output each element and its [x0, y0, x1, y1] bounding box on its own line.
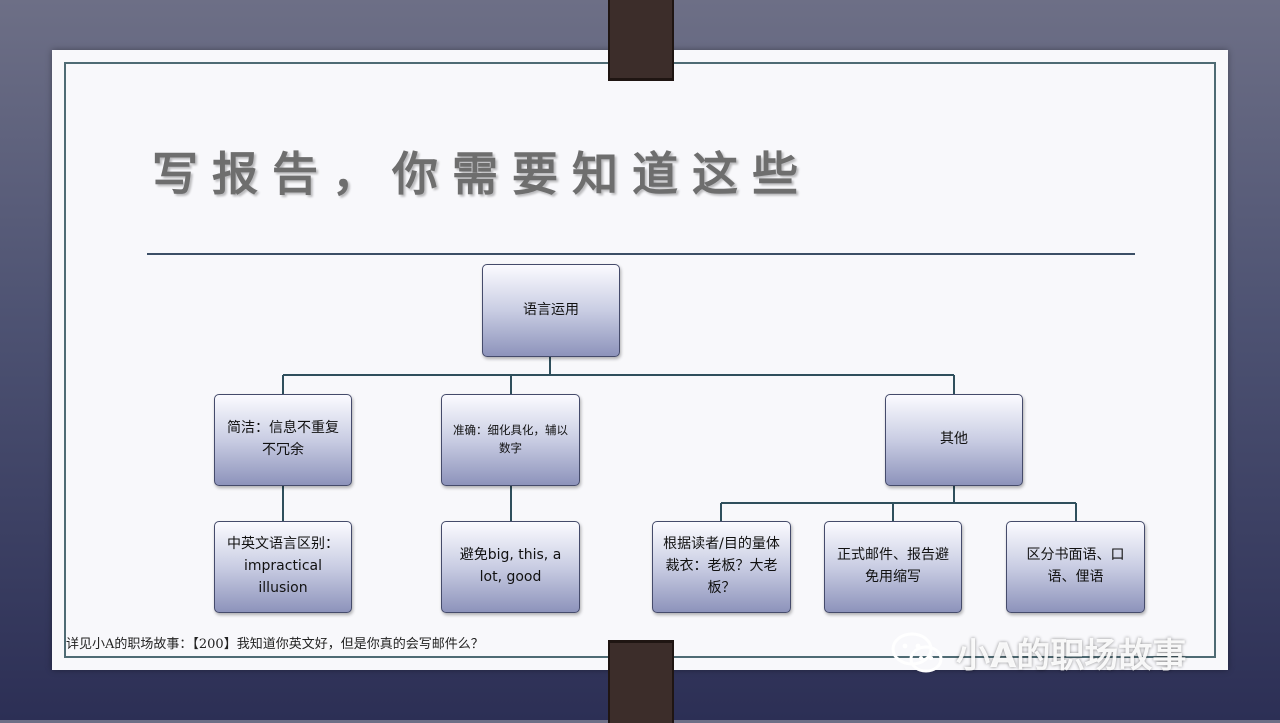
node-concise-child: 中英文语言区别：impractical illusion	[214, 521, 352, 613]
node-other-child-1-label: 根据读者/目的量体裁衣：老板？大老板？	[663, 536, 780, 596]
node-other-child-2: 正式邮件、报告避免用缩写	[824, 521, 962, 613]
node-other-child-1: 根据读者/目的量体裁衣：老板？大老板？	[652, 521, 791, 613]
watermark-text: 小A的职场故事	[956, 636, 1187, 676]
node-accurate-label: 准确：细化具化，辅以数字	[453, 423, 568, 455]
top-strap	[608, 0, 674, 81]
node-other-label: 其他	[940, 431, 968, 448]
node-accurate-child: 避免big, this, a lot, good	[441, 521, 580, 613]
node-accurate: 准确：细化具化，辅以数字	[441, 394, 580, 486]
node-accurate-child-label: 避免big, this, a lot, good	[459, 547, 562, 585]
node-concise: 简洁：信息不重复不冗余	[214, 394, 352, 486]
source-footnote: 详见小A的职场故事：【200】我知道你英文好，但是你真的会写邮件么？	[66, 637, 484, 652]
bottom-strap	[608, 640, 674, 723]
node-other-child-3-label: 区分书面语、口语、俚语	[1026, 547, 1125, 585]
node-concise-child-label: 中英文语言区别：impractical illusion	[227, 536, 339, 596]
title-divider	[147, 253, 1135, 255]
node-other-child-3: 区分书面语、口语、俚语	[1006, 521, 1145, 613]
wechat-icon	[891, 632, 943, 672]
node-concise-label: 简洁：信息不重复不冗余	[227, 420, 339, 458]
watermark: 小A的职场故事	[890, 628, 1186, 677]
node-other-child-2-label: 正式邮件、报告避免用缩写	[837, 547, 949, 585]
node-root: 语言运用	[482, 264, 620, 357]
node-other: 其他	[885, 394, 1023, 486]
slide-title: 写报告，你需要知道这些	[152, 147, 812, 201]
node-root-label: 语言运用	[523, 301, 579, 318]
